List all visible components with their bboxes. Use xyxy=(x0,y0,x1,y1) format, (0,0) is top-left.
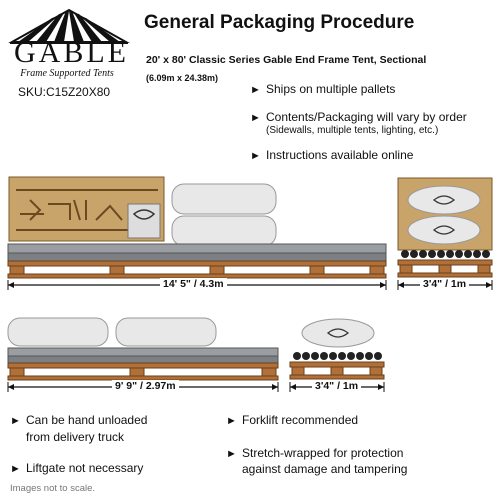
bullet-item-cont: against damage and tampering xyxy=(242,462,408,476)
bullet-item: ►Forklift recommended xyxy=(226,413,359,427)
pallet-1-end-label: 3'4" / 1m xyxy=(420,278,470,290)
pallet-2-side xyxy=(7,317,279,392)
logo-wordmark: GABLE xyxy=(14,36,129,69)
pallet-2-length-label: 9' 9" / 2.97m xyxy=(112,380,179,392)
packaging-illustration xyxy=(7,176,493,392)
metric-size: (6.09m x 24.38m) xyxy=(146,73,219,83)
right-pointer-icon: ► xyxy=(226,448,237,460)
pallet-1-side xyxy=(7,176,387,290)
pallet-1-end xyxy=(397,177,493,290)
bullet-item-cont: from delivery truck xyxy=(26,430,125,444)
bullet-item: ►Can be hand unloaded xyxy=(10,413,148,427)
striped-awning-icon xyxy=(8,8,130,44)
pallet-1-length-label: 14' 5" / 4.3m xyxy=(160,278,227,290)
right-pointer-icon: ► xyxy=(226,415,237,427)
bullet-item: ►Stretch-wrapped for protection xyxy=(226,446,404,460)
scale-footnote: Images not to scale. xyxy=(10,483,96,494)
gable-logo xyxy=(8,6,130,98)
pallet-2-end-label: 3'4" / 1m xyxy=(312,380,362,392)
right-pointer-icon: ► xyxy=(10,463,21,475)
bullet-item: ►Liftgate not necessary xyxy=(10,461,144,475)
bullet-item: ►Ships on multiple pallets xyxy=(250,82,396,96)
right-pointer-icon: ► xyxy=(10,415,21,427)
bullet-note: (Sidewalls, multiple tents, lighting, et… xyxy=(266,125,439,136)
bullet-item: ►Contents/Packaging will vary by order xyxy=(250,110,467,124)
sku-label: SKU:C15Z20X80 xyxy=(18,85,111,99)
product-subtitle: 20' x 80' Classic Series Gable End Frame… xyxy=(146,54,427,66)
right-pointer-icon: ► xyxy=(250,84,261,96)
right-pointer-icon: ► xyxy=(250,112,261,124)
logo-tagline: Frame Supported Tents xyxy=(20,68,114,79)
page-title: General Packaging Procedure xyxy=(144,12,415,33)
bullet-item: ►Instructions available online xyxy=(250,148,414,162)
right-pointer-icon: ► xyxy=(250,150,261,162)
